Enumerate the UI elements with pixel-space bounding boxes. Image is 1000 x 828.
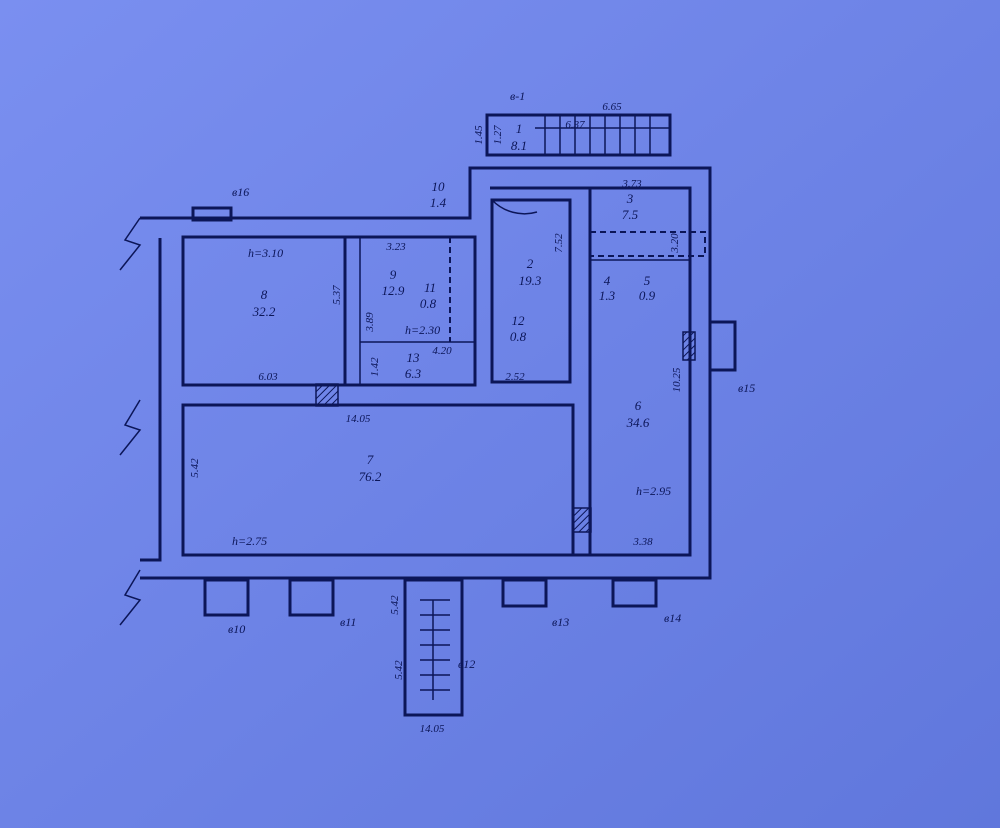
room-12-area: 0.8 <box>510 329 527 344</box>
dimension-labels: 6.65 6.37 1.45 1.27 3.73 7.52 3.20 2.52 … <box>189 101 683 735</box>
svg-text:1.27: 1.27 <box>492 125 504 145</box>
room-4-number: 4 <box>604 273 611 288</box>
room-1-number: 1 <box>516 121 523 136</box>
svg-text:3.89: 3.89 <box>364 312 376 333</box>
svg-text:3.73: 3.73 <box>621 178 642 190</box>
svg-text:3.38: 3.38 <box>632 536 653 548</box>
room-5-number: 5 <box>644 273 651 288</box>
svg-text:6.03: 6.03 <box>258 371 278 383</box>
room-8-area: 32.2 <box>252 304 276 319</box>
room-6-height: h=2.95 <box>636 484 671 498</box>
svg-text:7.52: 7.52 <box>553 233 565 253</box>
svg-text:4.20: 4.20 <box>432 345 452 357</box>
room-3-area: 7.5 <box>622 207 639 222</box>
window-labels: в-1 в16 в15 в10 в11 в12 в13 в14 <box>228 89 755 671</box>
room-6-outline <box>588 186 692 557</box>
room-11-number: 11 <box>424 280 436 295</box>
room-4-area: 1.3 <box>599 288 616 303</box>
svg-text:в12: в12 <box>458 657 475 671</box>
svg-text:5.42: 5.42 <box>189 458 201 478</box>
room-12-number: 12 <box>512 313 526 328</box>
svg-text:1.45: 1.45 <box>473 125 485 145</box>
rooms <box>181 113 737 717</box>
room-7-height: h=2.75 <box>232 534 267 548</box>
svg-text:в15: в15 <box>738 381 755 395</box>
room-2-area: 19.3 <box>519 273 542 288</box>
svg-text:2.52: 2.52 <box>505 371 525 383</box>
svg-text:в16: в16 <box>232 185 249 199</box>
column <box>682 331 696 361</box>
svg-text:6.65: 6.65 <box>602 101 622 113</box>
svg-text:14.05: 14.05 <box>346 413 371 425</box>
room-6-number: 6 <box>635 398 642 413</box>
svg-text:14.05: 14.05 <box>420 723 445 735</box>
room-2-outline <box>490 198 572 384</box>
room-7-area: 76.2 <box>359 469 382 484</box>
svg-text:5.37: 5.37 <box>331 285 343 305</box>
room-8-number: 8 <box>261 287 268 302</box>
room-9-outline <box>343 235 477 387</box>
room-7-outline <box>181 403 575 557</box>
svg-text:в-1: в-1 <box>510 89 525 103</box>
svg-text:5.42: 5.42 <box>389 595 401 615</box>
room-9-area: 12.9 <box>382 283 405 298</box>
room-labels: 1 8.1 2 19.3 3 7.5 4 1.3 5 0.9 6 34.6 7 … <box>232 121 671 548</box>
svg-text:3.23: 3.23 <box>385 241 406 253</box>
porch-stairs <box>535 115 670 155</box>
room-9-height: h=2.30 <box>405 323 440 337</box>
svg-text:3.20: 3.20 <box>669 233 681 254</box>
room-8-height: h=3.10 <box>248 246 283 260</box>
svg-text:10.25: 10.25 <box>671 367 683 392</box>
porch-outline <box>485 113 672 157</box>
room-10-number: 10 <box>432 179 446 194</box>
column <box>572 507 592 533</box>
room-11-area: 0.8 <box>420 296 437 311</box>
entrance-stairs <box>403 578 464 717</box>
room-7-number: 7 <box>367 452 374 467</box>
room-9-number: 9 <box>390 267 397 282</box>
svg-text:6.37: 6.37 <box>565 119 585 131</box>
room-13-number: 13 <box>407 350 421 365</box>
room-1-area: 8.1 <box>511 138 527 153</box>
room-10-area: 1.4 <box>430 195 447 210</box>
room-5-area: 0.9 <box>639 288 656 303</box>
column <box>315 383 339 407</box>
svg-text:в10: в10 <box>228 622 245 636</box>
svg-text:в11: в11 <box>340 615 356 629</box>
window-wells <box>191 206 737 617</box>
svg-text:5.42: 5.42 <box>393 660 405 680</box>
room-3-number: 3 <box>626 191 634 206</box>
room-13-area: 6.3 <box>405 366 422 381</box>
svg-text:в14: в14 <box>664 611 681 625</box>
room-2-number: 2 <box>527 256 534 271</box>
room-6-area: 34.6 <box>626 415 650 430</box>
svg-text:в13: в13 <box>552 615 569 629</box>
svg-text:1.42: 1.42 <box>369 357 381 377</box>
